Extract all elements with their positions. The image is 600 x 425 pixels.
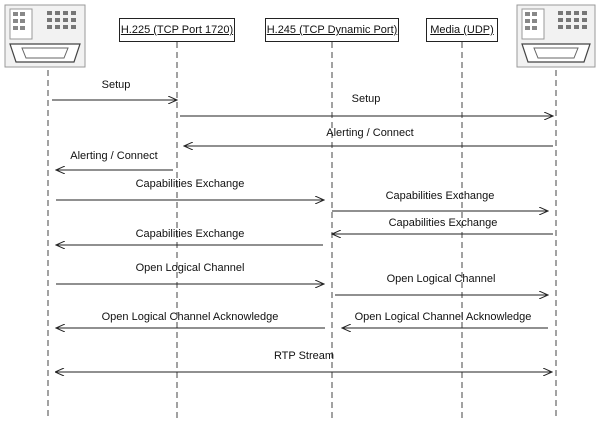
message-label: Open Logical Channel <box>136 262 245 274</box>
lane-h245-header: H.245 (TCP Dynamic Port) <box>265 18 399 42</box>
lane-media-header: Media (UDP) <box>426 18 498 42</box>
message-label: Open Logical Channel Acknowledge <box>355 311 532 323</box>
message-label: Setup <box>102 79 131 91</box>
message-label: Capabilities Exchange <box>389 217 498 229</box>
left-endpoint-icon <box>4 4 86 68</box>
right-endpoint-icon <box>516 4 596 68</box>
message-label: Alerting / Connect <box>326 127 413 139</box>
message-label: Setup <box>352 93 381 105</box>
lane-h225-header: H.225 (TCP Port 1720) <box>119 18 235 42</box>
message-label: Open Logical Channel <box>387 273 496 285</box>
message-label: Capabilities Exchange <box>386 190 495 202</box>
message-label: Alerting / Connect <box>70 150 157 162</box>
message-label: Capabilities Exchange <box>136 178 245 190</box>
message-label: RTP Stream <box>274 350 334 362</box>
message-label: Capabilities Exchange <box>136 228 245 240</box>
message-label: Open Logical Channel Acknowledge <box>102 311 279 323</box>
